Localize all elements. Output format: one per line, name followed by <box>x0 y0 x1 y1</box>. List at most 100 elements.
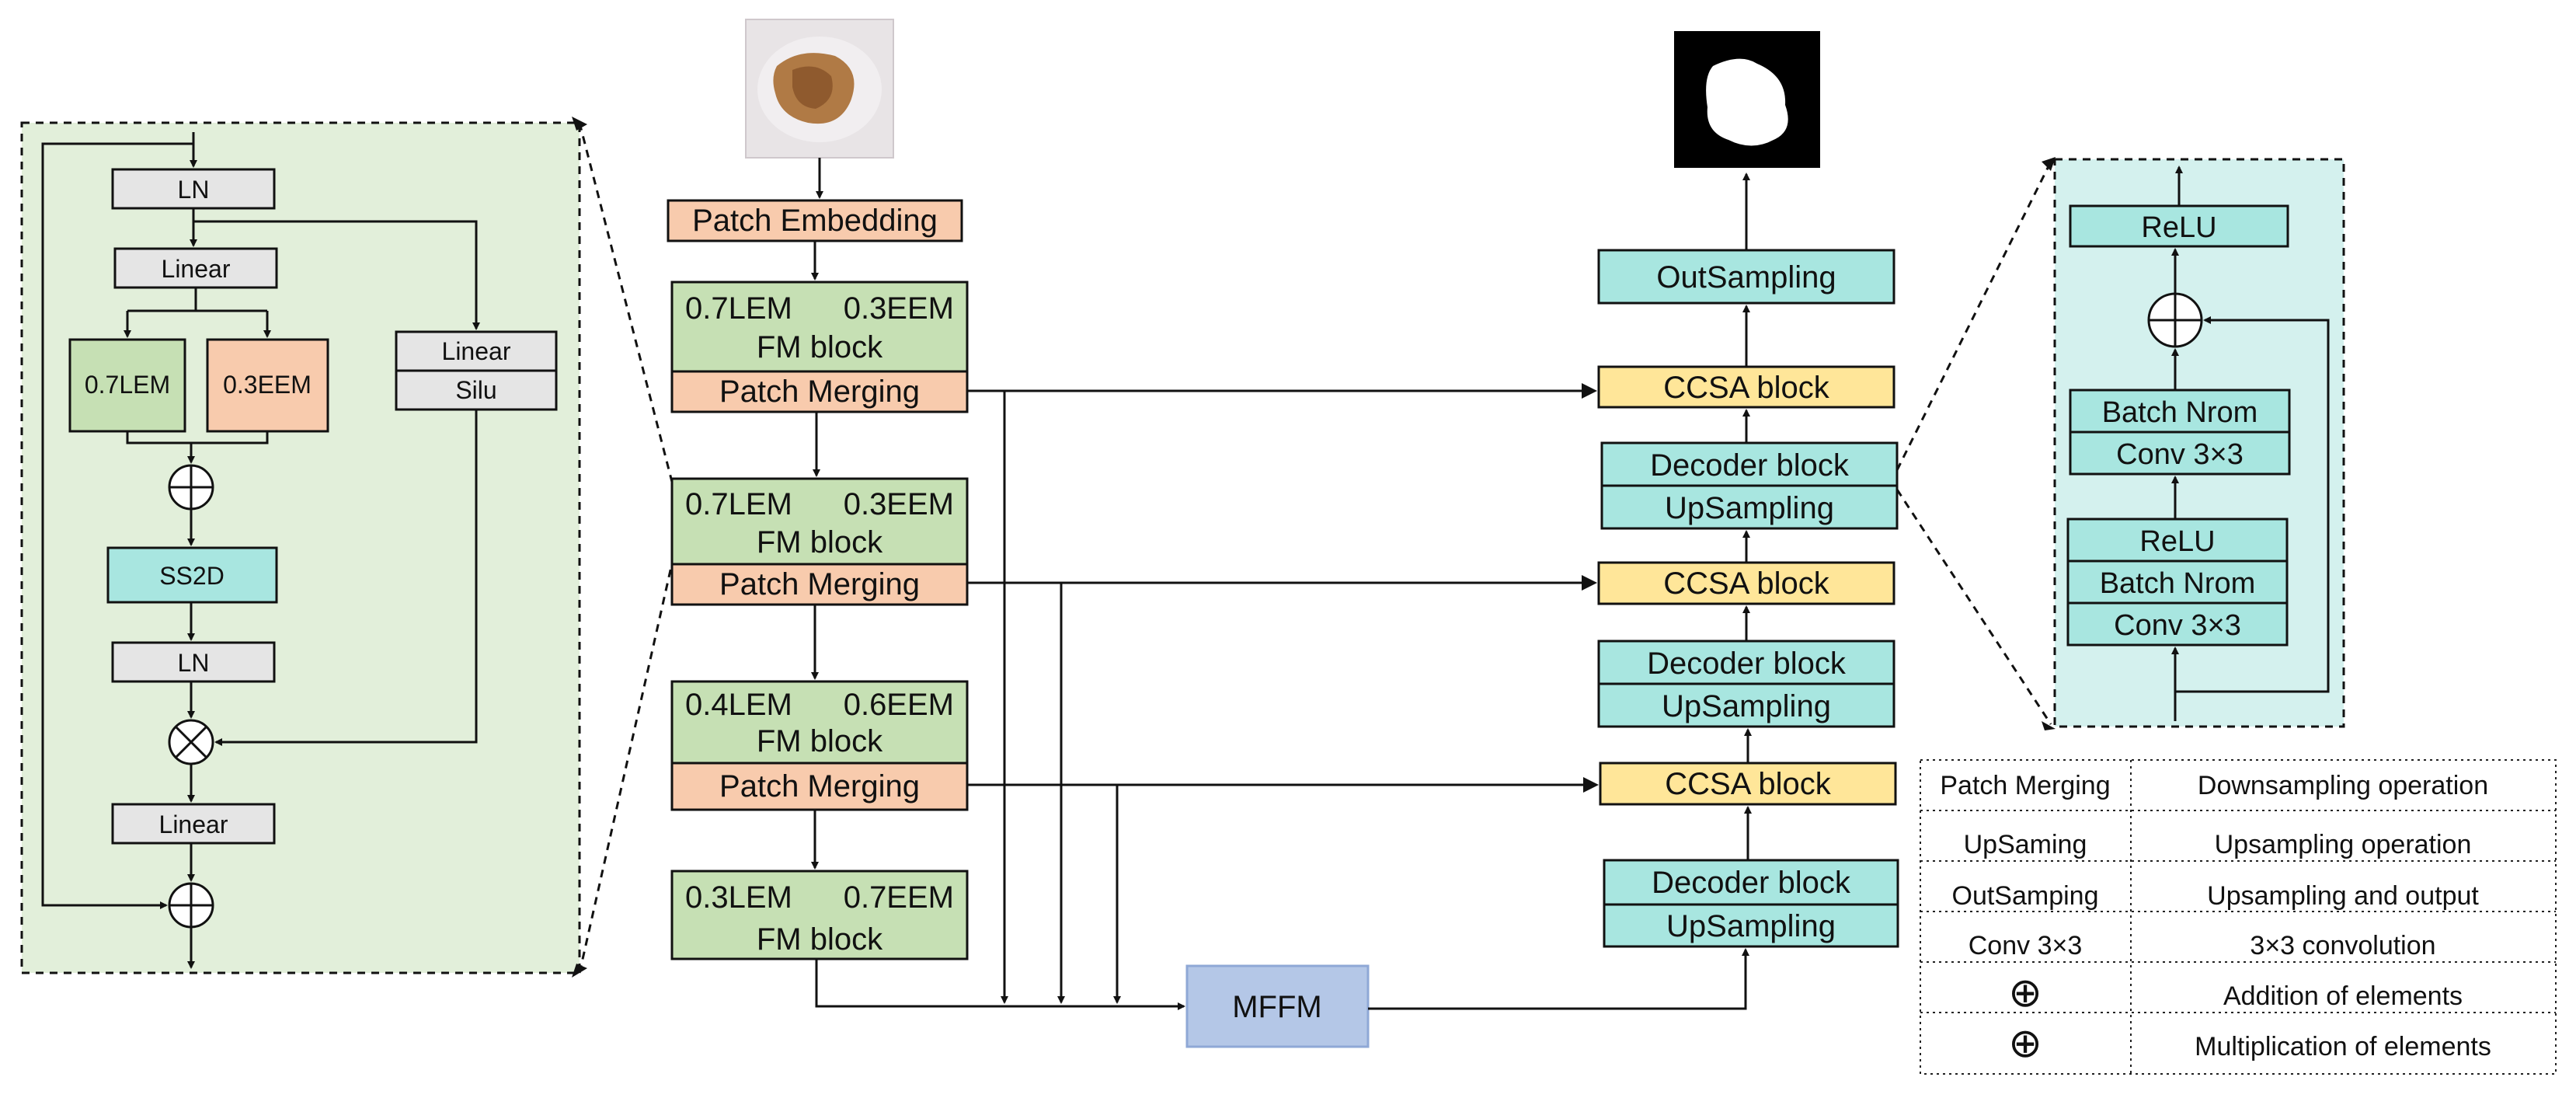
panel-background <box>20 121 581 974</box>
ccsa-2-label: CCSA block <box>1663 566 1829 601</box>
decoder-zoom-line-top <box>1895 161 2052 471</box>
fm1-lem: 0.7LEM <box>685 291 792 326</box>
decoder-block-1-label: Decoder block <box>1650 448 1850 483</box>
legend-term-1: Patch Merging <box>1940 771 2110 800</box>
outsampling-box <box>1597 249 1895 305</box>
conv-top-box <box>2069 430 2291 476</box>
ln-top-label: LN <box>178 176 210 204</box>
conv-top-label: Conv 3×3 <box>2116 438 2244 471</box>
legend-desc-6: Multiplication of elements <box>2195 1032 2491 1061</box>
decoder-zoom-marker-bottom <box>2042 721 2056 730</box>
encoder: Patch Embedding 0.7LEM 0.3EEM FM block P… <box>667 199 969 960</box>
legend-desc-3: Upsampling and output <box>2207 881 2479 911</box>
legend-term-4: Conv 3×3 <box>1969 931 2083 960</box>
legend-desc-1: Downsampling operation <box>2198 771 2488 800</box>
decoder-zoom-line-bottom <box>1895 489 2052 725</box>
relu-mid-box <box>2066 518 2289 563</box>
patch-merging-1 <box>670 370 969 413</box>
fm-block-4 <box>670 870 969 960</box>
ss2d-box <box>106 546 278 604</box>
bn-top-box <box>2069 389 2291 434</box>
lem-label: 0.7LEM <box>85 371 170 399</box>
eem-label: 0.3EEM <box>223 371 312 399</box>
bn-mid-box <box>2066 559 2289 605</box>
fm1-label: FM block <box>757 330 883 364</box>
ln-top-box <box>111 168 276 210</box>
legend-table: Patch Merging Downsampling operation UpS… <box>1920 759 2557 1075</box>
input-dermoscopy-image <box>745 19 894 159</box>
outsampling-label: OutSampling <box>1656 260 1836 295</box>
conv-bottom-box <box>2066 601 2289 647</box>
decoder-detail-panel: ReLU Batch Nrom Conv 3×3 ReLU Batch Nrom… <box>2053 158 2345 728</box>
decoder: OutSampling CCSA block Decoder block UpS… <box>1597 31 1899 948</box>
upsampling-1 <box>1600 484 1899 530</box>
upsampling-1-label: UpSampling <box>1665 491 1834 525</box>
patch-embedding-label: Patch Embedding <box>692 204 938 238</box>
zoom-line-bottom <box>578 563 674 974</box>
bn-mid-label: Batch Nrom <box>2100 567 2256 600</box>
legend-term-6: ⊕ <box>2008 1021 2042 1066</box>
linear-right-label: Linear <box>442 337 511 365</box>
upsampling-3 <box>1603 903 1899 948</box>
upsampling-2-label: UpSampling <box>1662 689 1831 723</box>
patch-merging-2 <box>670 563 969 606</box>
patch-embedding-box <box>667 199 963 242</box>
patch-merging-3 <box>670 762 969 811</box>
decoder-block-1 <box>1600 441 1899 487</box>
decoder-block-3-label: Decoder block <box>1652 866 1851 900</box>
fm2-eem: 0.3EEM <box>844 487 954 521</box>
output-mask-shape <box>1706 58 1788 146</box>
decoder-zoom-marker-top <box>2042 157 2056 171</box>
legend-desc-2: Upsampling operation <box>2215 830 2472 859</box>
zoom-line-top <box>578 122 674 483</box>
bn-top-label: Batch Nrom <box>2102 396 2258 429</box>
multiply-icon-cross <box>174 725 208 759</box>
legend-term-2: UpSaming <box>1964 830 2087 859</box>
relu-top-label: ReLU <box>2141 211 2216 244</box>
fm2-lem: 0.7LEM <box>685 487 792 521</box>
legend-term-5: ⊕ <box>2008 971 2042 1016</box>
ccsa-block-1 <box>1597 365 1895 409</box>
linear-bottom-box <box>111 803 276 845</box>
patch-merging-1-label: Patch Merging <box>719 375 920 409</box>
silu-box <box>395 369 558 411</box>
legend-desc-5: Addition of elements <box>2223 981 2463 1011</box>
ccsa-block-3 <box>1599 762 1897 806</box>
eem-box <box>206 338 329 433</box>
ln-bottom-box <box>111 641 276 683</box>
fm-detail-connectors <box>41 132 480 969</box>
fm3-eem: 0.6EEM <box>844 688 954 722</box>
linear-top-label: Linear <box>162 255 231 283</box>
legend-desc-4: 3×3 convolution <box>2250 931 2435 960</box>
decoder-add-cross <box>2149 294 2202 347</box>
fm4-lem: 0.3LEM <box>685 880 792 915</box>
patch-merging-3-label: Patch Merging <box>719 769 920 803</box>
ccsa-1-label: CCSA block <box>1663 371 1829 405</box>
fm-block-2 <box>670 477 969 566</box>
ln-bottom-label: LN <box>178 649 210 677</box>
fm3-lem: 0.4LEM <box>685 688 792 722</box>
fm4-label: FM block <box>757 922 883 957</box>
linear-bottom-label: Linear <box>159 810 228 838</box>
fm-block-detail-panel: LN Linear 0.7LEM 0.3EEM Linear Silu SS2D… <box>20 121 581 974</box>
residual-add-cross <box>169 884 213 927</box>
relu-mid-label: ReLU <box>2139 525 2215 558</box>
zoom-marker-bottom <box>572 964 587 978</box>
mffm-box <box>1185 964 1370 1048</box>
upsampling-2 <box>1597 682 1895 728</box>
fm3-label: FM block <box>757 724 883 758</box>
conv-bottom-label: Conv 3×3 <box>2114 609 2241 642</box>
mffm: MFFM <box>1185 964 1370 1048</box>
patch-merging-2-label: Patch Merging <box>719 567 920 601</box>
upsampling-3-label: UpSampling <box>1666 909 1836 943</box>
fm4-eem: 0.7EEM <box>844 880 954 915</box>
ss2d-label: SS2D <box>159 562 225 590</box>
silu-label: Silu <box>455 376 496 404</box>
decoder-block-2-label: Decoder block <box>1647 647 1847 681</box>
mffm-label: MFFM <box>1232 990 1322 1024</box>
zoom-marker-top <box>572 117 587 131</box>
ccsa-3-label: CCSA block <box>1665 767 1831 801</box>
legend-border <box>1920 759 2557 1075</box>
fm-block-3 <box>670 680 969 765</box>
